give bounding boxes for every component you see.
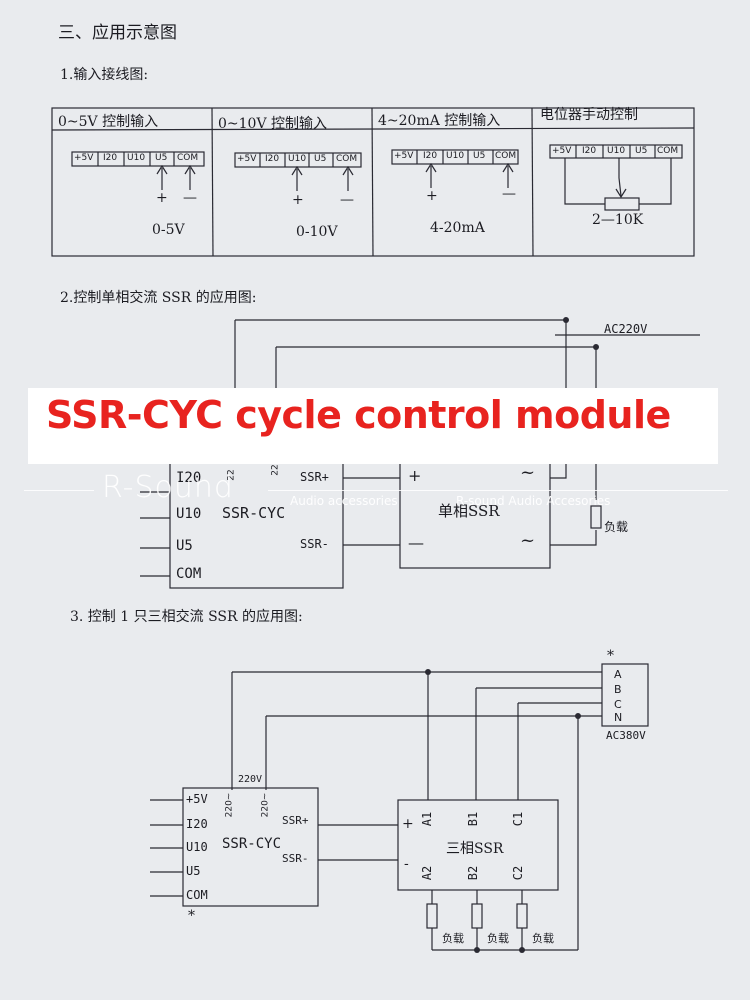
range-label-0-5v: 0-5V xyxy=(152,222,185,238)
minus-sign: — xyxy=(183,190,197,206)
terminal-label: U5 xyxy=(155,153,168,163)
cell-title-potentiometer: 电位器手动控制 xyxy=(540,107,638,123)
ssr-minus-label: SSR- xyxy=(300,537,329,551)
module-input-label: +5V xyxy=(186,792,208,806)
phase-label-c: C xyxy=(614,698,622,711)
terminal-label: COM xyxy=(336,154,358,164)
terminal-label: U5 xyxy=(314,154,327,164)
terminal-label: I20 xyxy=(582,146,597,156)
ssr-plus-label: SSR+ xyxy=(300,470,329,484)
ssr-minus-sign: - xyxy=(404,856,409,872)
load-label: 负载 xyxy=(487,932,509,945)
minus-sign: — xyxy=(502,186,516,202)
module-input-label: COM xyxy=(176,566,202,582)
star-mark: * xyxy=(607,648,614,664)
module-input-label: U10 xyxy=(176,506,202,522)
phase-label-n: N xyxy=(614,711,623,724)
cell-title-0-5v: 0~5V 控制输入 xyxy=(58,114,159,130)
ssr-pin-c1: C1 xyxy=(511,811,526,827)
ac380v-label: AC380V xyxy=(606,729,646,742)
minus-sign: — xyxy=(340,192,354,208)
cell-title-0-10v: 0~10V 控制输入 xyxy=(218,116,328,132)
terminal-label: I20 xyxy=(423,151,438,161)
ssr-pin-b2: B2 xyxy=(466,865,481,881)
cell-title-4-20ma: 4~20mA 控制输入 xyxy=(378,113,501,129)
ssr-ac-sign: ~ xyxy=(520,462,536,483)
ac220v-label: AC220V xyxy=(604,322,648,336)
module-star-mark: * xyxy=(188,908,195,924)
ssr-plus-label: SSR+ xyxy=(282,814,309,827)
banner-title: SSR-CYC cycle control module xyxy=(46,393,671,437)
ssr-cyc-box-2 xyxy=(182,787,319,907)
module-input-label: COM xyxy=(186,888,208,902)
range-label-4-20ma: 4-20mA xyxy=(430,220,485,236)
terminal-label: COM xyxy=(495,151,517,161)
module-name: SSR-CYC xyxy=(222,836,282,852)
terminal-label: +5V xyxy=(394,151,414,161)
ssr-pin-c2: C2 xyxy=(511,865,526,881)
terminal-label: I20 xyxy=(103,153,118,163)
ssr-plus-sign: + xyxy=(402,816,414,832)
terminal-label: U5 xyxy=(635,146,648,156)
module-input-label: I20 xyxy=(176,470,202,486)
module-input-label: U5 xyxy=(186,864,201,878)
ssr-plus-sign: + xyxy=(408,466,422,485)
watermark-text: Audio accessories xyxy=(290,494,398,508)
ssr-pin-a2: A2 xyxy=(420,865,435,881)
watermark-logo: R-Sound xyxy=(102,470,234,505)
phase-label-a: A xyxy=(614,668,622,681)
ac-pin-label: 22 xyxy=(270,464,281,476)
ssr-ac-sign: ~ xyxy=(520,530,536,551)
terminal-label: U10 xyxy=(446,151,465,161)
ssr-pin-b1: B1 xyxy=(466,811,481,827)
terminal-label: COM xyxy=(177,153,199,163)
module-input-label: U5 xyxy=(176,538,193,554)
potentiometer-range-label: 2—10K xyxy=(592,212,644,228)
input-wiring-heading: 1.输入接线图: xyxy=(60,67,149,83)
terminal-label: +5V xyxy=(552,146,572,156)
ssr-pin-a1: A1 xyxy=(420,811,435,827)
watermark-text: R-sound Audio Accesories xyxy=(456,494,611,508)
v220-label: 220V xyxy=(238,774,263,785)
terminal-label: U5 xyxy=(473,151,486,161)
watermark-rule xyxy=(24,490,94,491)
three-phase-ssr-box xyxy=(397,799,559,891)
single-phase-ssr-label: 单相SSR xyxy=(438,502,500,520)
section-title: 三、应用示意图 xyxy=(58,23,177,43)
module-ac-pin: 220~ xyxy=(224,792,235,818)
title-banner xyxy=(28,388,718,464)
terminal-label: +5V xyxy=(237,154,257,164)
three-phase-heading: 3. 控制 1 只三相交流 SSR 的应用图: xyxy=(70,609,303,625)
terminal-label: +5V xyxy=(74,153,94,163)
ac380-terminal-box xyxy=(601,663,649,727)
plus-sign: + xyxy=(426,188,438,204)
terminal-label: U10 xyxy=(607,146,626,156)
three-phase-ssr-label: 三相SSR xyxy=(446,841,504,857)
terminal-label: U10 xyxy=(127,153,146,163)
module-name: SSR-CYC xyxy=(222,504,286,522)
load-label: 负载 xyxy=(442,932,464,945)
single-phase-heading: 2.控制单相交流 SSR 的应用图: xyxy=(60,290,257,306)
module-input-label: U10 xyxy=(186,840,208,854)
watermark-rule xyxy=(268,490,728,491)
ssr-minus-label: SSR- xyxy=(282,852,309,865)
terminal-label: I20 xyxy=(265,154,280,164)
range-label-0-10v: 0-10V xyxy=(296,224,338,240)
terminal-label: COM xyxy=(657,146,679,156)
module-input-label: I20 xyxy=(186,817,208,831)
plus-sign: + xyxy=(292,192,304,208)
load-label: 负载 xyxy=(532,932,554,945)
phase-label-b: B xyxy=(614,683,622,696)
plus-sign: + xyxy=(156,190,168,206)
module-ac-pin: 220~ xyxy=(260,792,271,818)
load-label: 负载 xyxy=(604,520,629,534)
ssr-minus-sign: — xyxy=(408,533,424,552)
terminal-label: U10 xyxy=(288,154,307,164)
